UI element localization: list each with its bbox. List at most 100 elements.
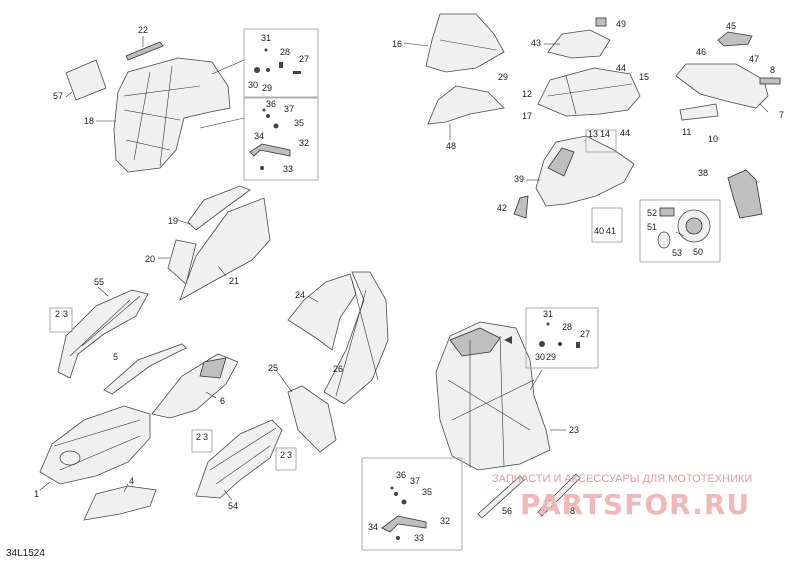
label-32-a: 32: [299, 138, 309, 148]
part-19-trim: [177, 185, 251, 231]
hardware-box-mid-right: [504, 307, 599, 391]
part-45-bracket: [717, 31, 753, 47]
label-3-b: 3: [203, 432, 208, 442]
part-58-rod: [537, 473, 581, 517]
label-23: 23: [569, 425, 579, 435]
part-38-cover: [727, 169, 763, 219]
label-51: 51: [647, 222, 657, 232]
label-33-b: 33: [414, 533, 424, 543]
hardware-box-lamp: [639, 199, 721, 263]
label-1: 1: [34, 489, 39, 499]
label-20: 20: [145, 254, 155, 264]
part-labels: 1 2 3 4 5 6 7 8 10 11 12 13 14 15 16 17 …: [34, 19, 784, 543]
part-5-strip: [103, 343, 187, 395]
part-56-rod: [477, 475, 525, 519]
label-29-b: 29: [262, 83, 272, 93]
label-44-a: 44: [616, 63, 626, 73]
label-43: 43: [531, 38, 541, 48]
part-1-front-nose: [39, 405, 151, 491]
watermark-logo: PARTSFOR.RU: [520, 488, 750, 521]
label-4: 4: [129, 476, 134, 486]
label-47: 47: [749, 54, 759, 64]
part-39-headlight: [526, 135, 635, 207]
label-40: 40: [594, 226, 604, 236]
watermark: ЗАПЧАСТИ И АКСЕССУАРЫ ДЛЯ МОТОТЕХНИКИ PA…: [492, 473, 752, 521]
label-11: 11: [682, 127, 691, 137]
label-32-b: 32: [440, 516, 450, 526]
part-4-visor: [83, 483, 157, 521]
label-2-c: 2: [280, 450, 285, 460]
label-53: 53: [672, 248, 682, 258]
label-28-b: 28: [562, 322, 572, 332]
part-20-bracket: [158, 239, 197, 285]
part-10-strip: [679, 103, 719, 121]
label-21: 21: [229, 276, 239, 286]
label-24: 24: [295, 290, 305, 300]
part-6-cover: [151, 353, 239, 419]
label-55: 55: [94, 277, 104, 287]
label-41: 41: [606, 226, 616, 236]
hardware-box-bottom: [361, 457, 463, 551]
label-35-b: 35: [422, 487, 432, 497]
label-25: 25: [268, 363, 278, 373]
watermark-tagline: ЗАПЧАСТИ И АКСЕССУАРЫ ДЛЯ МОТОТЕХНИКИ: [492, 473, 752, 485]
label-8: 8: [770, 65, 775, 75]
part-57-decal: [65, 59, 107, 101]
part-12-frame: [537, 67, 641, 117]
label-13: 13: [588, 129, 598, 139]
diagram-code: 34L1524: [6, 548, 45, 559]
part-48-headlight-frame: [427, 85, 505, 140]
label-22: 22: [138, 25, 148, 35]
label-30-a: 30: [248, 80, 258, 90]
label-34-a: 34: [254, 131, 264, 141]
label-17: 17: [522, 111, 532, 121]
label-7: 7: [779, 110, 784, 120]
label-28-a: 28: [280, 47, 290, 57]
label-56: 56: [502, 506, 512, 516]
part-25-duct: [275, 369, 337, 453]
label-37-a: 37: [284, 104, 294, 114]
part-26-cover: [323, 271, 389, 405]
label-58: 58: [565, 506, 575, 516]
label-44-b: 44: [620, 128, 630, 138]
label-34-b: 34: [368, 522, 378, 532]
label-33-a: 33: [283, 164, 293, 174]
label-10: 10: [708, 134, 718, 144]
part-21-side-cover: [179, 197, 271, 301]
part-55-panel: [49, 286, 149, 379]
part-24-bracket: [287, 273, 357, 351]
label-31-b: 31: [543, 309, 553, 319]
label-54: 54: [228, 501, 238, 511]
label-46: 46: [696, 47, 706, 57]
label-31-a: 31: [261, 33, 271, 43]
label-42: 42: [497, 203, 507, 213]
label-12: 12: [522, 89, 532, 99]
part-42-grille: [513, 195, 529, 219]
label-18: 18: [84, 116, 94, 126]
label-35-a: 35: [294, 118, 304, 128]
label-52: 52: [647, 208, 657, 218]
part-43-bracket: [544, 29, 611, 59]
label-29-a: 29: [498, 72, 508, 82]
part-49-clip: [595, 17, 607, 27]
part-22-trim: [125, 36, 164, 61]
label-3: 3: [63, 309, 68, 319]
label-29-c: 29: [546, 352, 556, 362]
label-2: 2: [55, 309, 60, 319]
label-48: 48: [446, 141, 456, 151]
label-45: 45: [726, 21, 736, 31]
label-57: 57: [53, 91, 63, 101]
label-15: 15: [639, 72, 649, 82]
label-50: 50: [693, 247, 703, 257]
part-16-windshield: [403, 13, 505, 73]
label-36-b: 36: [396, 470, 406, 480]
label-30-b: 30: [535, 352, 545, 362]
label-5: 5: [113, 352, 118, 362]
hardware-box-mid-left: [243, 97, 319, 181]
label-6: 6: [220, 396, 225, 406]
label-26: 26: [333, 364, 343, 374]
label-49: 49: [616, 19, 626, 29]
label-36-a: 36: [266, 99, 276, 109]
label-27-b: 27: [580, 329, 590, 339]
